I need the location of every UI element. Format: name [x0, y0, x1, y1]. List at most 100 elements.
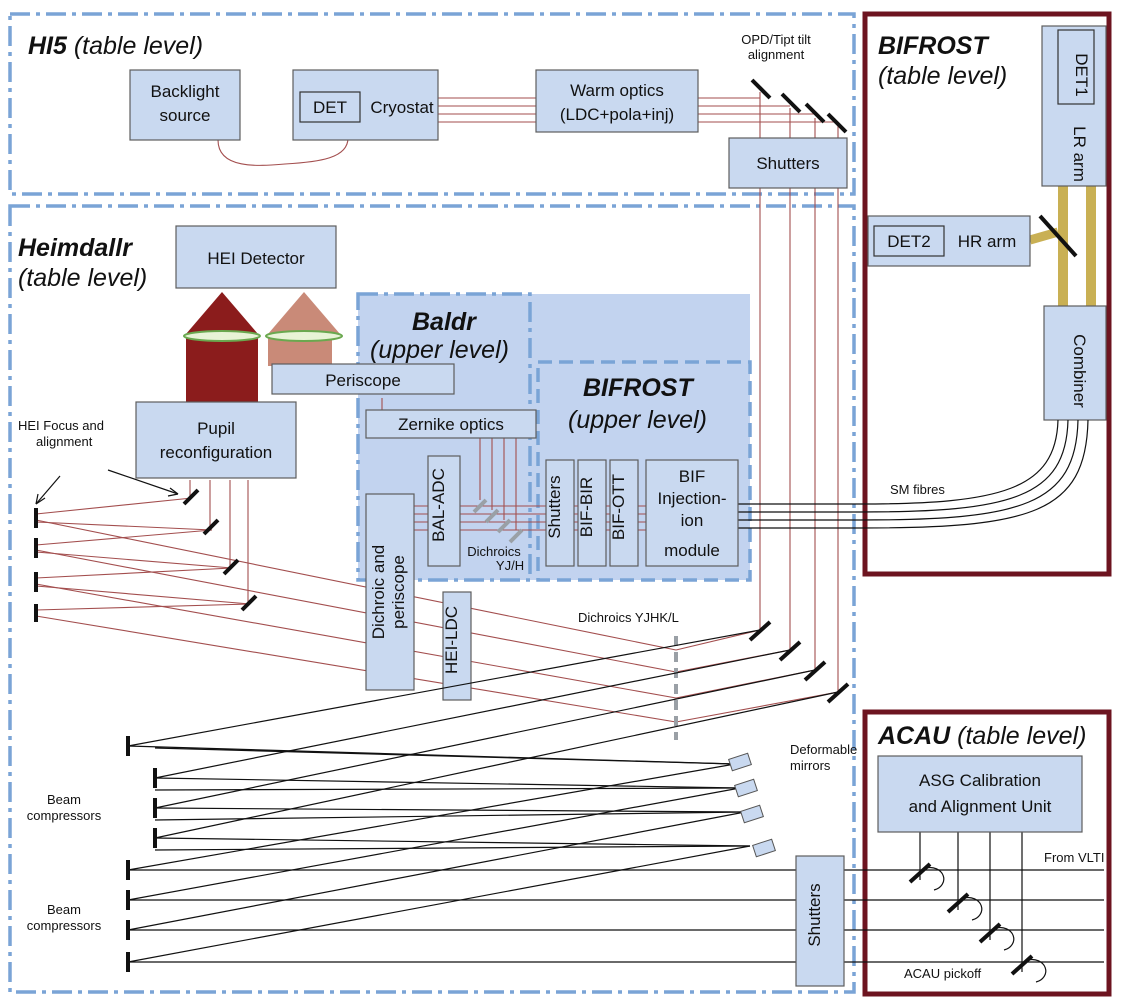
dichroic-periscope-line2: periscope — [389, 555, 408, 629]
sm-fibres-label: SM fibres — [890, 482, 945, 497]
combiner-label: Combiner — [1070, 334, 1089, 408]
zernike-label: Zernike optics — [398, 415, 504, 434]
bif-injection-line2: Injection- — [658, 489, 727, 508]
hei-detector-label: HEI Detector — [207, 249, 305, 268]
hr-arm-box — [867, 215, 1031, 267]
bif-injection-line1: BIF — [679, 467, 705, 486]
det2-box — [873, 225, 945, 257]
periscope-box — [271, 363, 455, 395]
zernike-optics-box — [365, 409, 537, 439]
det1-label: DET1 — [1072, 53, 1091, 96]
hei-focus-line2: alignment — [36, 434, 93, 449]
bif-bir-box — [577, 459, 607, 567]
cryostat-box — [292, 69, 439, 141]
hr-arm-mirror — [1038, 214, 1078, 258]
dichroics-yjh-line2: YJ/H — [496, 558, 524, 573]
heimdallr-subtitle: (table level) — [18, 264, 147, 292]
deformable-mirrors — [728, 752, 776, 858]
cryostat-label: Cryostat — [370, 98, 434, 117]
beam-comp-2-line1: Beam — [47, 902, 81, 917]
det2-label: DET2 — [887, 232, 930, 251]
bal-adc-label: BAL-ADC — [429, 468, 448, 542]
bifrost-table-region-border — [862, 11, 1112, 577]
acau-title: ACAU (table level) — [877, 722, 1086, 750]
det-label: DET — [313, 98, 347, 117]
warm-optics-line1: Warm optics — [570, 81, 664, 100]
bif-ott-label: BIF-OTT — [609, 474, 628, 540]
bifrost-upper-title: BIFROST — [583, 374, 695, 402]
heimdallr-mirrors — [34, 488, 258, 622]
dichroic-periscope-line1: Dichroic and — [369, 545, 388, 640]
shutters-bottom-label: Shutters — [805, 883, 824, 946]
hei-lens-light — [265, 330, 343, 342]
shutters-bottom-box — [795, 855, 845, 987]
hei-lens-dark — [183, 330, 261, 342]
gold-beam-2 — [1086, 186, 1096, 306]
bal-adc-box — [427, 455, 461, 567]
periscope-label: Periscope — [325, 371, 401, 390]
det-box — [299, 91, 361, 123]
shutters-bif-box — [545, 459, 575, 567]
bifrost-table-title: BIFROST — [878, 32, 990, 60]
asg-line1: ASG Calibration — [919, 771, 1041, 790]
beam-compressor-mirrors — [126, 736, 157, 972]
hei-detector-box — [175, 225, 337, 289]
hei-ldc-label: HEI-LDC — [442, 606, 461, 674]
dichroics-yjh-mirrors — [472, 498, 524, 544]
dichroics-yjh-line1: Dichroics — [467, 544, 521, 559]
heimdallr-title: Heimdallr — [18, 234, 133, 262]
shutters-top-label: Shutters — [756, 154, 819, 173]
hei-cone-dark-body — [186, 336, 258, 404]
lr-arm-box — [1041, 25, 1107, 187]
hi5-title: HI5 (table level) — [28, 32, 203, 60]
pupil-line1: Pupil — [197, 419, 235, 438]
dichroics-yjhkl-label: Dichroics YJHK/L — [578, 610, 679, 625]
bif-ott-box — [609, 459, 639, 567]
sm-fibres — [738, 419, 1089, 529]
pupil-reconfiguration-box — [135, 401, 297, 479]
hei-focus-line1: HEI Focus and — [18, 418, 104, 433]
warm-optics-box — [535, 69, 699, 133]
heimdallr-beam-lines — [35, 480, 839, 723]
acau-region-border — [862, 709, 1112, 997]
lower-beam-lines — [127, 629, 1104, 972]
heimdallr-region-border — [8, 204, 856, 994]
baldr-subtitle: (upper level) — [370, 336, 509, 364]
deformable-line1: Deformable — [790, 742, 857, 757]
deformable-line2: mirrors — [790, 758, 831, 773]
dichroic-periscope-box — [365, 493, 415, 691]
hei-cone-dark-top — [186, 292, 258, 334]
opd-mirrors — [750, 78, 848, 134]
asg-line2: and Alignment Unit — [909, 797, 1052, 816]
bif-injection-line4: module — [664, 541, 720, 560]
output-mirrors — [748, 620, 850, 704]
bif-injection-box — [645, 459, 739, 567]
baldr-title: Baldr — [412, 308, 477, 336]
opd-label-line2: alignment — [748, 47, 805, 62]
acau-pickoff-label: ACAU pickoff — [904, 966, 981, 981]
asg-calibration-box — [877, 755, 1083, 833]
pupil-line2: reconfiguration — [160, 443, 272, 462]
warm-optics-line2: (LDC+pola+inj) — [560, 105, 674, 124]
shutters-bif-label: Shutters — [545, 475, 564, 538]
backlight-line1: Backlight — [151, 82, 220, 101]
bif-injection-line3: ion — [681, 511, 704, 530]
beam-comp-2-line2: compressors — [27, 918, 102, 933]
backlight-source-box — [129, 69, 241, 141]
hi5-region-border — [8, 12, 856, 196]
hei-ldc-box — [442, 591, 472, 701]
bifrost-upper-region-border — [536, 360, 752, 582]
lr-arm-label: LR arm — [1070, 126, 1089, 182]
backlight-line2: source — [159, 106, 210, 125]
hi5-down-beams — [759, 92, 839, 692]
from-vlti-label: From VLTI — [1044, 850, 1104, 865]
bifrost-table-subtitle: (table level) — [878, 62, 1007, 90]
hi5-beam-lines — [217, 97, 838, 166]
hr-arm-label: HR arm — [958, 232, 1017, 251]
gold-beam-1 — [1058, 186, 1068, 306]
hei-cone-light-top — [268, 292, 340, 334]
shutters-top-box — [728, 137, 848, 189]
bif-bir-label: BIF-BIR — [577, 477, 596, 537]
combiner-box — [1043, 305, 1107, 421]
